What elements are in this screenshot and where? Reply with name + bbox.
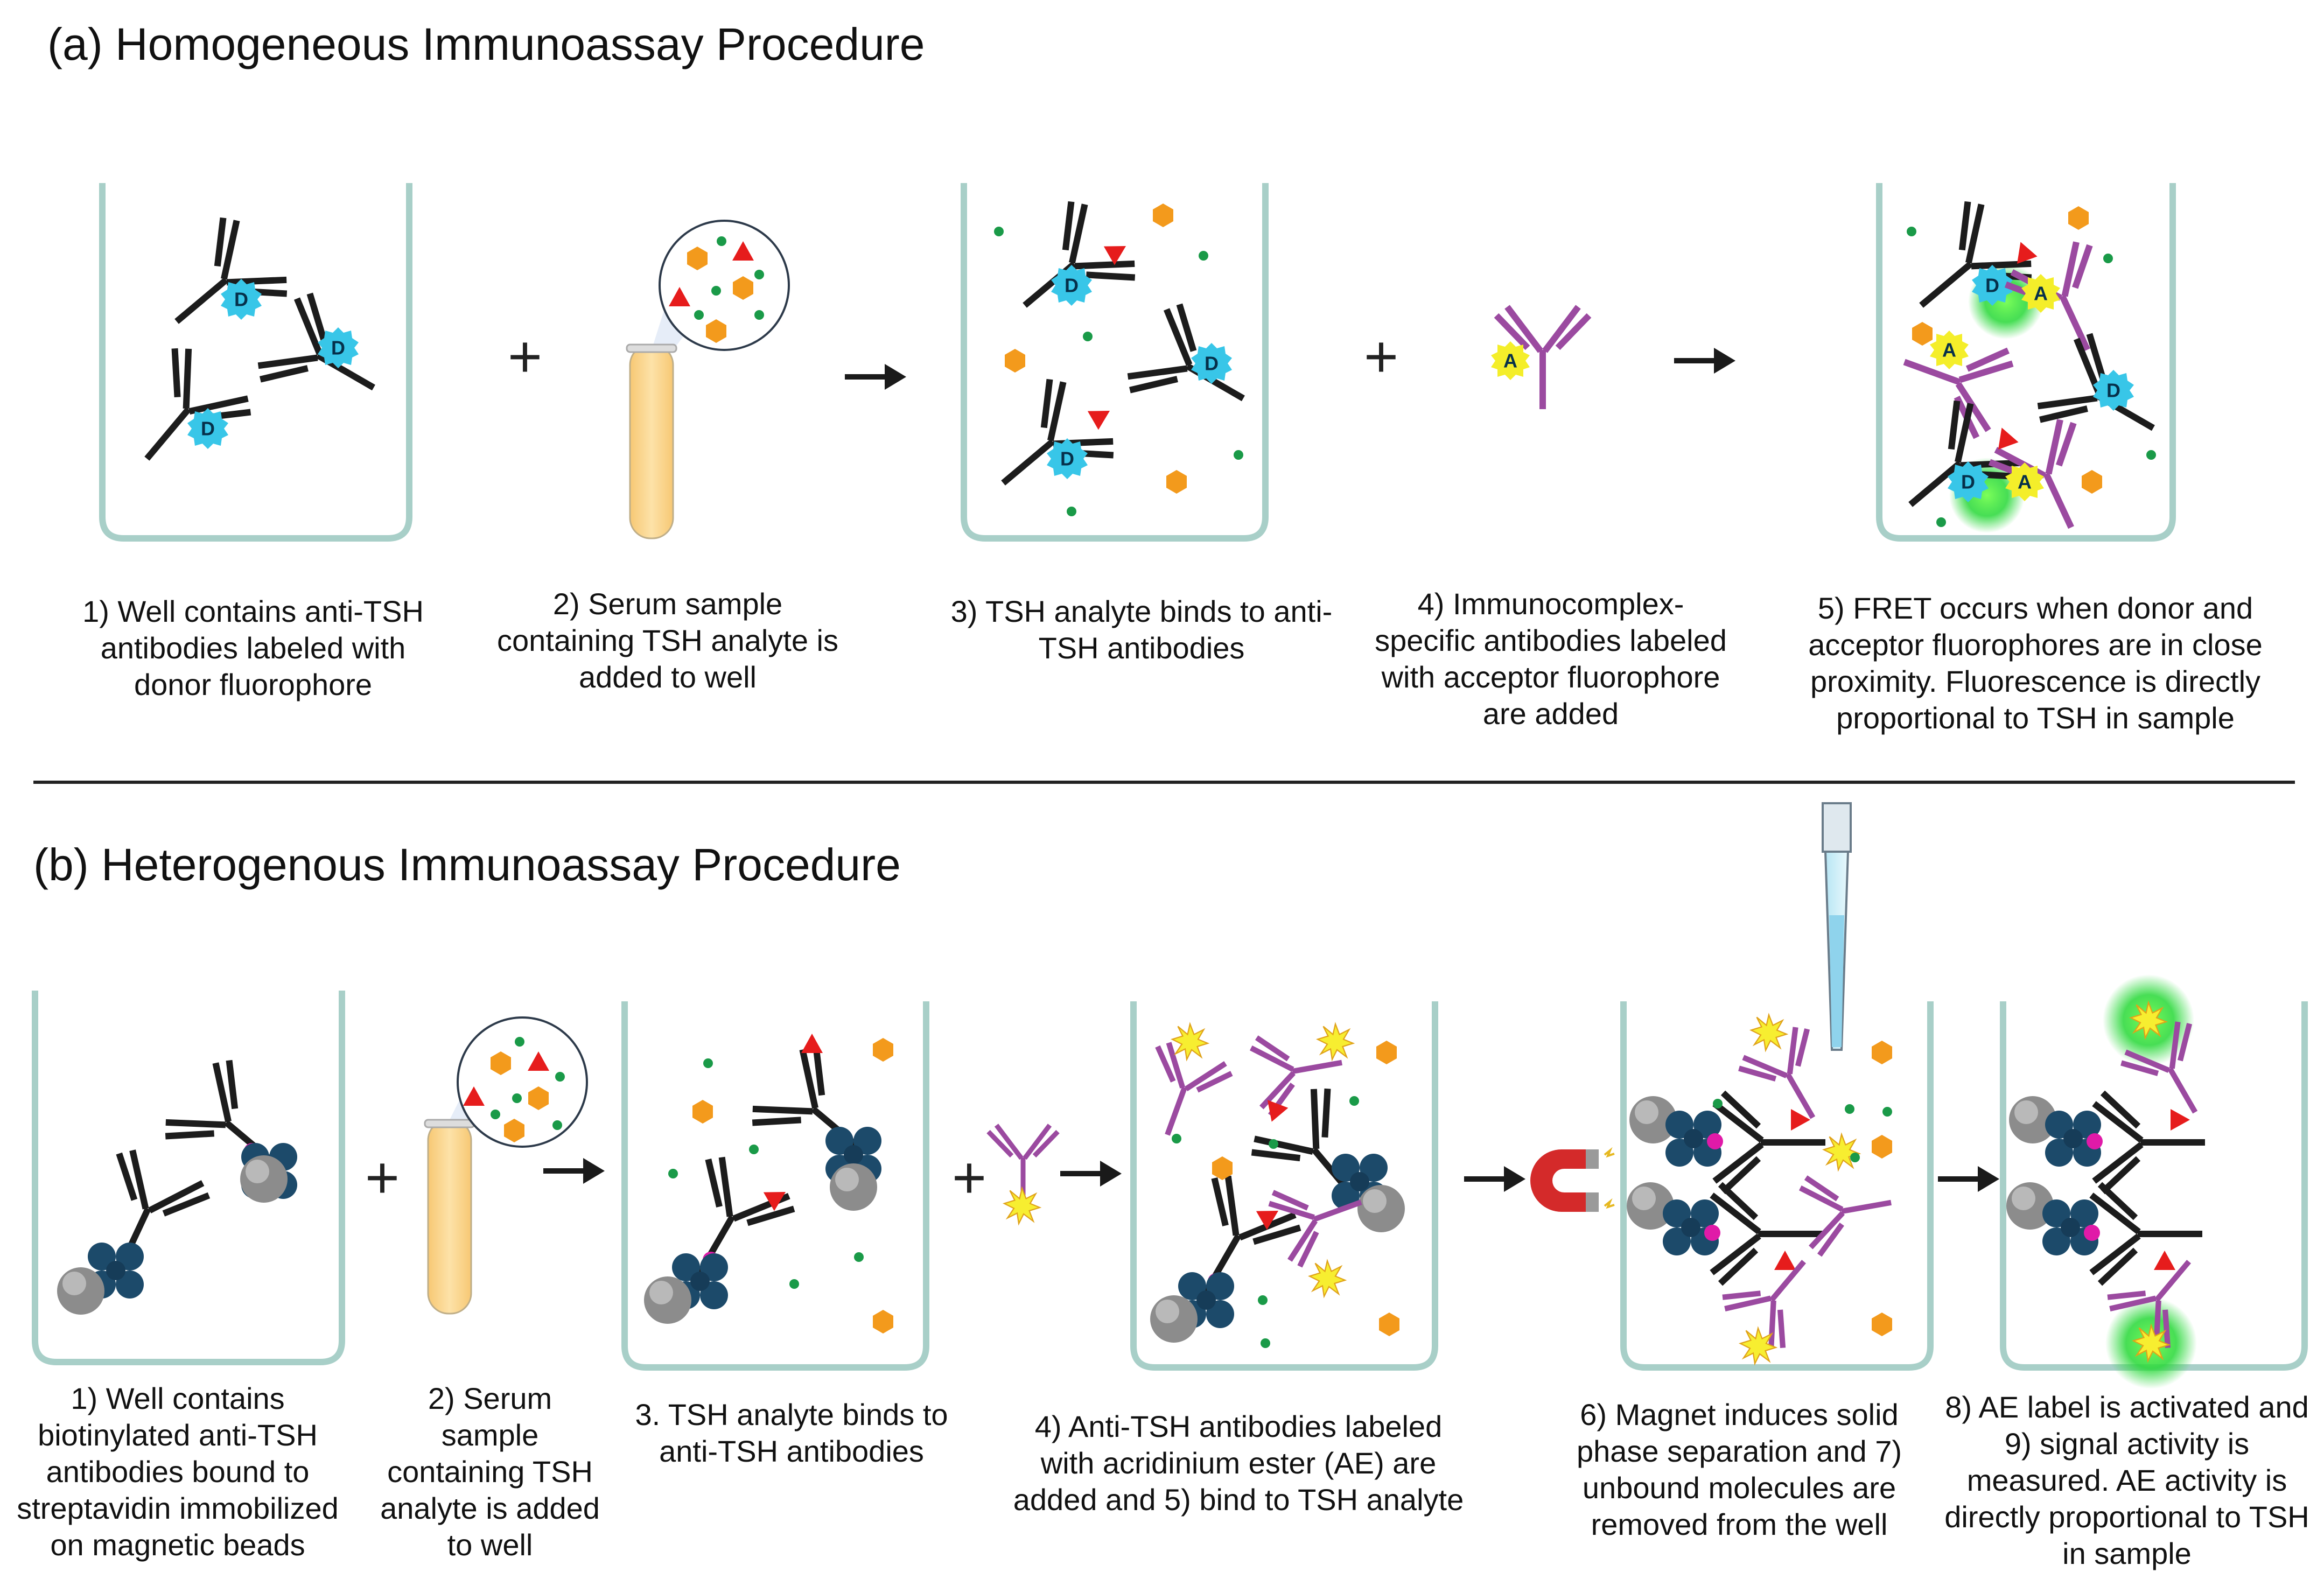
- donor-label: D: [1205, 353, 1219, 375]
- well-a1: D D D: [99, 183, 412, 542]
- arrow-a2: [1674, 348, 1735, 374]
- donor-label: D: [1985, 275, 1999, 297]
- caption-a-step5: 5) FRET occurs when donor and acceptor f…: [1808, 591, 2263, 735]
- plus-sign: +: [952, 1145, 986, 1211]
- arrow-b3: [1464, 1166, 1525, 1192]
- serum-tube-a: [626, 220, 790, 539]
- well-a3: D D D: [961, 183, 1268, 542]
- donor-label: D: [234, 289, 248, 311]
- section-a-title: (a) Homogeneous Immunoassay Procedure: [47, 19, 925, 69]
- caption-b-step5: 6) Magnet induces solid phase separation…: [1577, 1398, 1902, 1541]
- well-b3: [621, 1001, 929, 1371]
- donor-label: D: [1961, 471, 1975, 493]
- arrow-b1: [543, 1158, 605, 1184]
- well-b4: [1130, 1001, 1438, 1371]
- donor-label: D: [201, 418, 215, 440]
- donor-label: D: [2106, 380, 2120, 402]
- magnet-icon: [1530, 1147, 1615, 1212]
- arrow-b4: [1938, 1166, 1999, 1192]
- caption-b-step1: 1) Well contains biotinylated anti-TSH a…: [17, 1381, 339, 1562]
- acceptor-label: A: [1942, 339, 1956, 361]
- serum-tube-b: [424, 1016, 588, 1315]
- donor-label: D: [1065, 275, 1079, 297]
- plus-sign: +: [508, 324, 542, 390]
- caption-a-step2: 2) Serum sample containing TSH analyte i…: [497, 587, 838, 694]
- well-b6: [1620, 1001, 1934, 1371]
- donor-label: D: [331, 337, 345, 359]
- section-b-title: (b) Heterogenous Immunoassay Procedure: [33, 839, 901, 890]
- caption-b-step6: 8) AE label is activated and 9) signal a…: [1944, 1390, 2309, 1570]
- well-a5: D A A D D A: [1879, 183, 2178, 547]
- section-divider: [33, 781, 2295, 784]
- arrow-b2: [1060, 1161, 1122, 1187]
- plus-sign: +: [365, 1145, 400, 1211]
- ae-antibody: [989, 1125, 1058, 1225]
- donor-label: D: [1060, 448, 1074, 470]
- caption-a-step1: 1) Well contains anti-TSH antibodies lab…: [82, 594, 424, 701]
- arrow-a1: [845, 364, 906, 390]
- caption-b-step3: 3. TSH analyte binds to anti-TSH antibod…: [635, 1398, 948, 1468]
- well-b1: [32, 991, 345, 1365]
- caption-b-step2: 2) Serum sample containing TSH analyte i…: [380, 1381, 600, 1562]
- well-b8: [2000, 974, 2308, 1389]
- caption-a-step4: 4) Immunocomplex-specific antibodies lab…: [1375, 587, 1727, 731]
- acceptor-label: A: [1503, 350, 1517, 372]
- acceptor-label: A: [2034, 283, 2048, 305]
- caption-b-step4: 4) Anti-TSH antibodies labeled with acri…: [1013, 1409, 1464, 1517]
- acceptor-label: A: [2018, 471, 2032, 493]
- plus-sign: +: [1364, 324, 1398, 390]
- pipette-icon: [1822, 802, 1852, 1051]
- caption-a-step3: 3) TSH analyte binds to anti-TSH antibod…: [950, 594, 1333, 665]
- acceptor-antibody: A: [1491, 307, 1589, 409]
